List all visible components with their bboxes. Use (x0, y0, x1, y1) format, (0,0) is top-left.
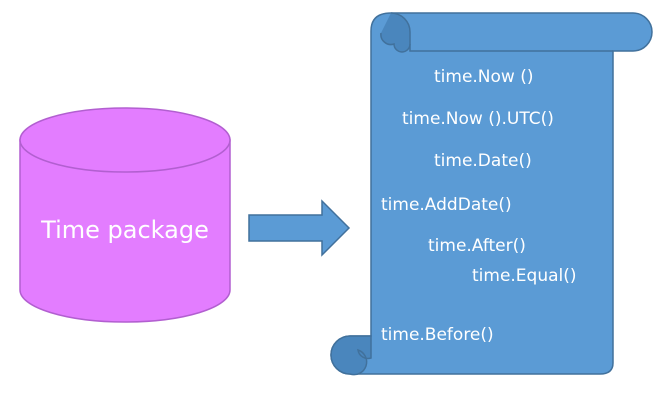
scroll-top-fold-line (409, 44, 613, 52)
function-label: time.Equal() (472, 266, 577, 286)
cylinder-body (19, 139, 231, 323)
scroll-bottom-curl (330, 335, 372, 376)
function-label: time.Now ().UTC() (402, 109, 554, 129)
cylinder-label: Time package (40, 216, 209, 244)
function-label: time.After() (428, 236, 526, 256)
function-label: time.Now () (434, 67, 534, 87)
function-label: time.Date() (434, 151, 532, 171)
functions-scroll: time.Now () time.Now ().UTC() time.Date(… (330, 12, 653, 376)
scroll-top-curl (380, 12, 411, 53)
function-label: time.AddDate() (381, 195, 512, 215)
function-label: time.Before() (381, 325, 494, 345)
block-arrow (248, 199, 351, 257)
time-package-cylinder: Time package (19, 107, 231, 323)
scroll-sheet (330, 12, 653, 375)
cylinder-top (19, 107, 231, 173)
